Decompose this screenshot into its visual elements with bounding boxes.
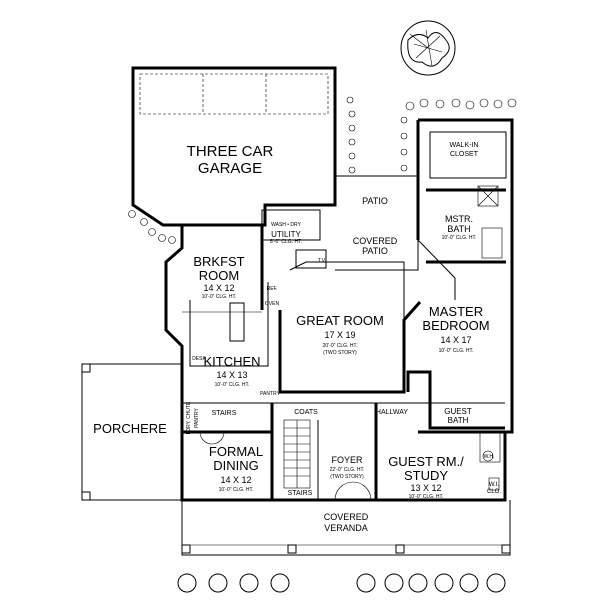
coats-label: COATS bbox=[294, 409, 318, 416]
garage-label-1: THREE CAR bbox=[187, 143, 274, 160]
patio-label: PATIO bbox=[362, 196, 388, 206]
foyer-label: FOYER bbox=[331, 455, 363, 465]
breakfast-ceiling: 10'-0" CLG. HT. bbox=[202, 294, 237, 300]
ref-label: REF. bbox=[267, 286, 278, 292]
breakfast-label-1: BRKFST bbox=[193, 254, 244, 269]
breakfast-size: 14 X 12 bbox=[203, 283, 234, 293]
garage-label-2: GARAGE bbox=[198, 160, 262, 177]
guest-study-ceiling: 10'-0" CLG. HT. bbox=[409, 494, 444, 500]
shrubs-front-icon bbox=[177, 573, 506, 593]
porchere bbox=[81, 363, 182, 501]
guest-study-size: 13 X 12 bbox=[410, 483, 441, 493]
ldry-chute-label: LDRY. CHUTE bbox=[186, 401, 192, 434]
tv-label: T.V. bbox=[318, 258, 326, 264]
master-bath-label-1: MSTR. bbox=[445, 214, 473, 224]
wh-label: W.H. bbox=[484, 454, 495, 460]
kitchen-label: KITCHEN bbox=[203, 354, 260, 369]
veranda bbox=[181, 500, 511, 556]
utility-ceiling: 8'-0" CLG. HT. bbox=[270, 239, 302, 245]
wi-closet-label-1: W.I. bbox=[489, 482, 500, 488]
guest-bath-label-1: GUEST bbox=[444, 407, 472, 416]
walk-in-closet-label-2: CLOSET bbox=[450, 151, 479, 158]
hallway-label: HALLWAY bbox=[376, 409, 408, 416]
guest-bath-label-2: BATH bbox=[448, 416, 469, 425]
wi-closet-label-2: CLO. bbox=[487, 489, 501, 495]
hedge-left-icon bbox=[128, 96, 408, 244]
veranda-label-2: VERANDA bbox=[324, 523, 368, 533]
walk-in-closet-label-1: WALK-IN bbox=[450, 142, 479, 149]
hedge-top-icon bbox=[405, 98, 517, 111]
formal-dining-label-1: FORMAL bbox=[209, 444, 263, 459]
pantry-label: PANTRY bbox=[260, 391, 280, 397]
guest-study-label-1: GUEST RM./ bbox=[388, 454, 464, 469]
veranda-label-1: COVERED bbox=[324, 512, 369, 522]
formal-dining-label-2: DINING bbox=[213, 458, 259, 473]
master-bedroom-size: 14 X 17 bbox=[440, 335, 471, 345]
foyer-ceiling: 22'-0" CLG. HT. bbox=[330, 467, 365, 473]
wash-dry-label: WASH • DRY bbox=[271, 222, 301, 228]
porchere-label: PORCHERE bbox=[93, 421, 167, 436]
kitchen-size: 14 X 13 bbox=[216, 370, 247, 380]
oven-label: OVEN bbox=[265, 301, 280, 307]
master-bedroom-label-1: MASTER bbox=[429, 304, 483, 319]
stairs-lower-label: STAIRS bbox=[288, 490, 313, 497]
great-room-ceiling: 20'-0" CLG. HT. bbox=[323, 343, 358, 349]
kitchen-ceiling: 10'-0" CLG. HT. bbox=[215, 382, 250, 388]
master-wing bbox=[416, 118, 514, 434]
master-bedroom-label-2: BEDROOM bbox=[422, 318, 489, 333]
guest-study-label-2: STUDY bbox=[404, 468, 448, 483]
utility-label: UTILITY bbox=[271, 230, 301, 239]
great-room-size: 17 X 19 bbox=[324, 330, 355, 340]
garage bbox=[131, 66, 337, 227]
master-bath-ceiling: 10'-0" CLG. HT. bbox=[442, 235, 477, 241]
formal-dining-size: 14 X 12 bbox=[220, 475, 251, 485]
master-bedroom-ceiling: 10'-0" CLG. HT. bbox=[439, 348, 474, 354]
great-room-note: (TWO STORY) bbox=[323, 350, 357, 356]
master-bath-label-2: BATH bbox=[447, 224, 470, 234]
great-room-label: GREAT ROOM bbox=[296, 313, 384, 328]
breakfast-label-2: ROOM bbox=[199, 268, 239, 283]
desk-label: DESK bbox=[192, 356, 206, 362]
covered-patio-label-1: COVERED bbox=[353, 236, 398, 246]
covered-patio-label-2: PATIO bbox=[362, 246, 388, 256]
pantry-small-label: PANTRY bbox=[194, 407, 200, 427]
stairs-upper-label: STAIRS bbox=[212, 410, 237, 417]
tree-icon bbox=[400, 20, 456, 76]
main-house bbox=[164, 209, 507, 502]
formal-dining-ceiling: 10'-0" CLG. HT. bbox=[219, 487, 254, 493]
foyer-note: (TWO STORY) bbox=[330, 474, 364, 480]
